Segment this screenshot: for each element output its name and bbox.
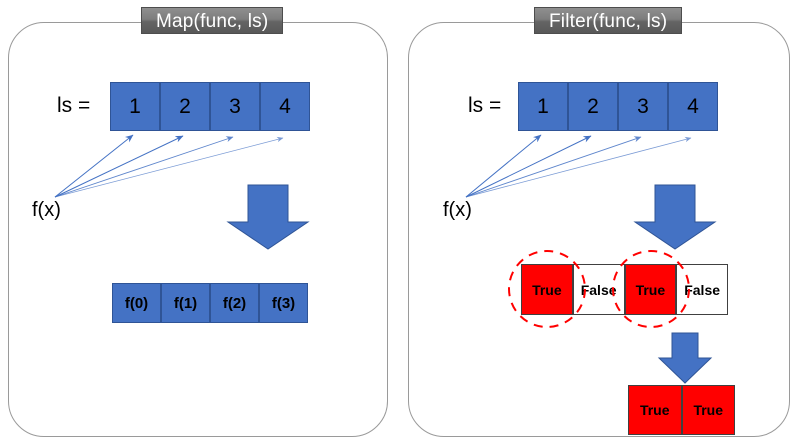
array-cell: 3	[210, 82, 260, 131]
array-cell: 3	[618, 82, 668, 131]
predicate-cell-false: False	[676, 264, 728, 315]
array-cell: 2	[568, 82, 618, 131]
array-cell: f(2)	[210, 283, 259, 323]
array-cell: 2	[160, 82, 210, 131]
map-input-array: 1 2 3 4	[110, 82, 310, 131]
filter-input-label: ls =	[468, 94, 502, 117]
array-cell: 1	[518, 82, 568, 131]
result-cell: True	[681, 385, 735, 435]
array-cell: f(1)	[161, 283, 210, 323]
result-cell: True	[628, 385, 682, 435]
array-cell: f(3)	[259, 283, 308, 323]
array-cell: 4	[260, 82, 310, 131]
map-panel-title: Map(func, ls)	[141, 7, 284, 34]
filter-panel-title: Filter(func, ls)	[534, 7, 683, 34]
map-function-label: f(x)	[32, 199, 61, 221]
filter-predicate-array: True False True False	[521, 264, 728, 315]
predicate-cell-false: False	[572, 264, 625, 315]
filter-result-array: True True	[628, 385, 735, 435]
array-cell: 4	[668, 82, 718, 131]
predicate-cell-true: True	[624, 264, 677, 315]
map-input-label: ls =	[57, 94, 91, 117]
predicate-cell-true: True	[521, 264, 573, 315]
map-output-array: f(0) f(1) f(2) f(3)	[112, 283, 308, 323]
array-cell: 1	[110, 82, 160, 131]
filter-input-array: 1 2 3 4	[518, 82, 718, 131]
filter-function-label: f(x)	[443, 199, 472, 221]
array-cell: f(0)	[112, 283, 161, 323]
